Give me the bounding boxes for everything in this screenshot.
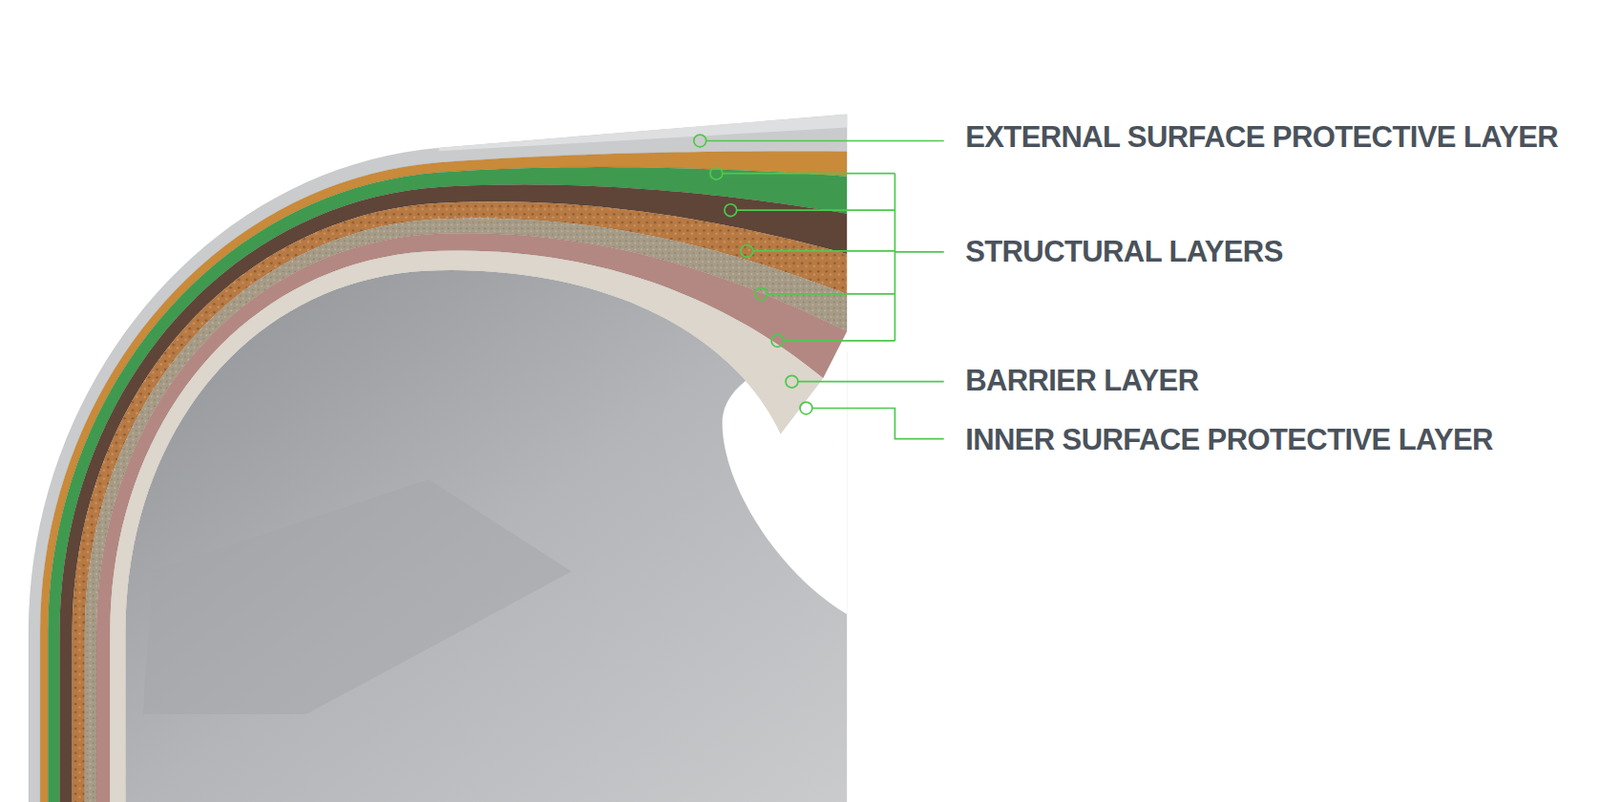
leader-line bbox=[783, 339, 896, 342]
leader-dot bbox=[740, 244, 754, 257]
leader-line bbox=[798, 380, 945, 383]
structural-layer bbox=[47, 167, 847, 802]
leader-line bbox=[812, 407, 945, 439]
layer-label: EXTERNAL SURFACE PROTECTIVE LAYER bbox=[965, 120, 1558, 156]
leader-line bbox=[753, 250, 896, 253]
layer-label: STRUCTURAL LAYERS bbox=[965, 233, 1284, 270]
leader-dot bbox=[755, 287, 768, 300]
leader-dot bbox=[800, 401, 813, 415]
leader-dot bbox=[785, 375, 799, 388]
leader-dot bbox=[771, 335, 784, 348]
layer-label: INNER SURFACE PROTECTIVE LAYER bbox=[965, 421, 1494, 458]
top-face-highlight bbox=[439, 114, 848, 151]
inner-layer bbox=[109, 250, 823, 802]
external-layer bbox=[28, 114, 847, 802]
bore-shading bbox=[143, 479, 572, 715]
structural-layer bbox=[59, 184, 847, 802]
leader-dot bbox=[694, 134, 707, 148]
leader-dot bbox=[710, 167, 723, 180]
pipe-layers bbox=[28, 114, 847, 802]
layer-label: BARRIER LAYER bbox=[965, 362, 1199, 399]
leader-dot bbox=[724, 204, 737, 217]
leader-lines bbox=[694, 134, 945, 439]
structural-layer bbox=[84, 218, 847, 802]
structural-layer bbox=[72, 201, 848, 802]
leader-line bbox=[722, 172, 896, 175]
structural-layer bbox=[40, 151, 847, 802]
leader-line bbox=[736, 209, 896, 211]
barrier-layer bbox=[96, 232, 847, 802]
leader-bracket bbox=[894, 173, 897, 341]
leader-line bbox=[767, 293, 896, 295]
leader-line bbox=[894, 251, 944, 253]
leader-line bbox=[706, 140, 945, 143]
